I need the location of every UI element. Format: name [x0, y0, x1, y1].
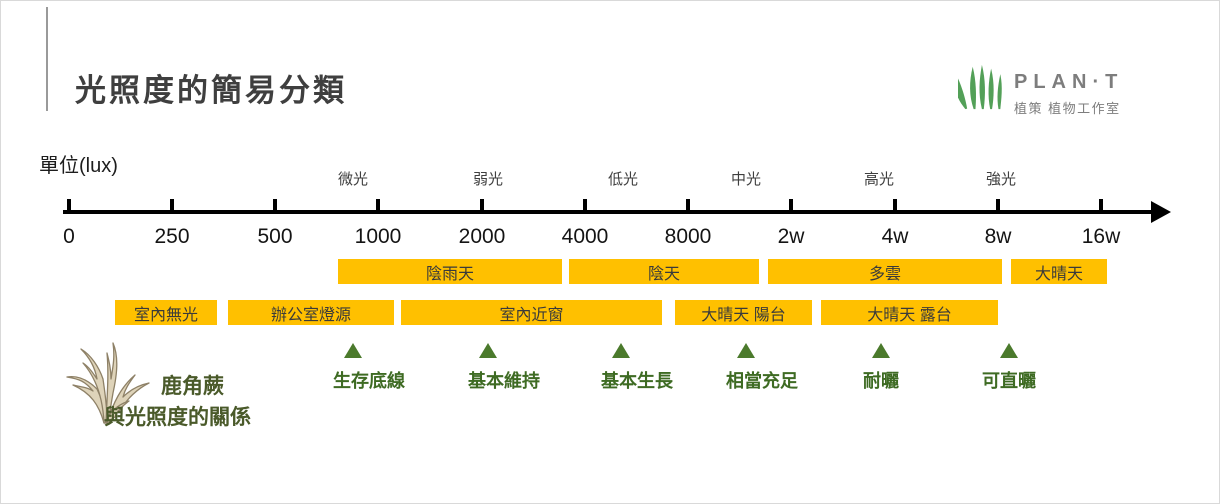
axis-tick-label: 4w: [881, 225, 909, 248]
light-level-label: 低光: [607, 171, 638, 188]
triangle-up-icon: [1000, 343, 1018, 358]
triangle-up-icon: [344, 343, 362, 358]
location-bar: 大晴天 露台: [821, 300, 998, 325]
weather-bar: 多雲: [768, 259, 1002, 284]
axis-tick-label: 0: [63, 225, 75, 248]
axis-tick-label: 2000: [458, 225, 506, 248]
fern-caption: 與光照度的關係: [104, 406, 251, 429]
axis-arrowhead-icon: [1151, 201, 1171, 223]
brand-subtitle: 植策 植物工作室: [1014, 101, 1121, 116]
staghorn-fern-illustration: [66, 342, 150, 424]
triangle-up-icon: [737, 343, 755, 358]
axis-tick-mark: [67, 199, 71, 212]
weather-bar: 陰天: [569, 259, 759, 284]
threshold-label: 耐曬: [863, 371, 899, 391]
axis-tick-label: 250: [154, 225, 190, 248]
weather-bar: 陰雨天: [338, 259, 562, 284]
axis-tick-mark: [686, 199, 690, 212]
threshold-label: 可直曬: [982, 371, 1036, 391]
axis-tick-label: 500: [257, 225, 293, 248]
axis-tick-label: 4000: [561, 225, 609, 248]
location-bar: 大晴天 陽台: [675, 300, 812, 325]
axis-tick-mark: [1099, 199, 1103, 212]
light-level-label: 高光: [863, 171, 894, 188]
location-bar: 室內無光: [115, 300, 217, 325]
triangle-up-icon: [612, 343, 630, 358]
threshold-label: 基本維持: [468, 371, 540, 391]
axis-tick-label: 1000: [354, 225, 402, 248]
axis-tick-mark: [583, 199, 587, 212]
threshold-label: 相當充足: [726, 371, 798, 391]
page-title: 光照度的簡易分類: [75, 73, 347, 108]
threshold-label: 生存底線: [333, 371, 405, 391]
light-level-label: 微光: [337, 171, 368, 188]
threshold-label: 基本生長: [601, 371, 673, 391]
axis-tick-label: 2w: [777, 225, 805, 248]
axis-line: [63, 210, 1155, 214]
title-accent-line: [46, 7, 48, 111]
light-level-label: 強光: [985, 171, 1016, 188]
axis-tick-mark: [170, 199, 174, 212]
location-bar: 辦公室燈源: [228, 300, 394, 325]
axis-tick-mark: [480, 199, 484, 212]
light-level-label: 弱光: [472, 171, 503, 188]
light-level-label: 中光: [730, 171, 761, 188]
axis-tick-label: 8w: [984, 225, 1012, 248]
axis-tick-label: 16w: [1081, 225, 1121, 248]
axis-unit-label: 單位(lux): [39, 155, 118, 177]
axis-tick-mark: [789, 199, 793, 212]
location-bar: 室內近窗: [401, 300, 662, 325]
axis-tick-mark: [893, 199, 897, 212]
axis-tick-mark: [376, 199, 380, 212]
weather-bar: 大晴天: [1011, 259, 1107, 284]
triangle-up-icon: [479, 343, 497, 358]
axis-tick-mark: [273, 199, 277, 212]
brand-name: PLAN·T: [1014, 71, 1124, 93]
fern-name: 鹿角蕨: [161, 375, 224, 398]
plant-leaves-icon: [958, 64, 1002, 110]
triangle-up-icon: [872, 343, 890, 358]
axis-tick-label: 8000: [664, 225, 712, 248]
axis-tick-mark: [996, 199, 1000, 212]
